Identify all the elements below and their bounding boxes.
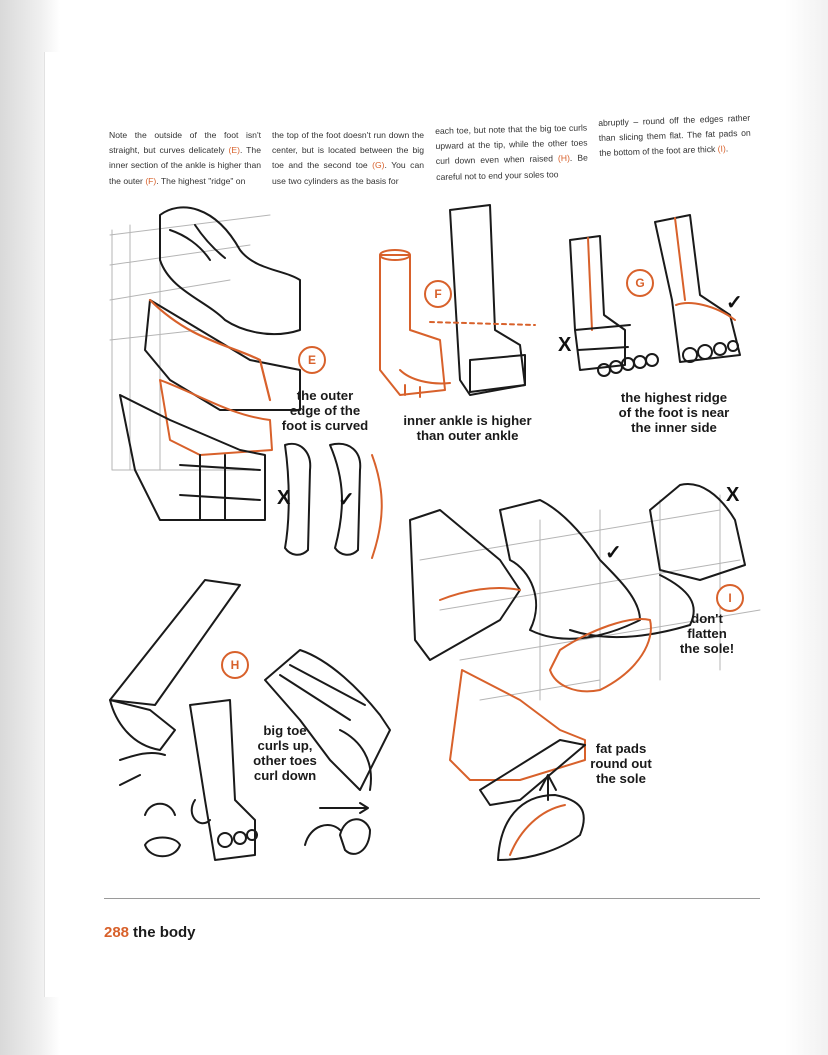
- text-run: . The highest "ridge" on: [156, 175, 246, 186]
- section-name: the body: [133, 924, 196, 941]
- caption-fat-pads: fat pads round out the sole: [590, 741, 652, 786]
- body-text-column-1: Note the outside of the foot isn't strai…: [109, 128, 261, 189]
- text-run: the top of the foot doesn't run down the…: [272, 130, 424, 171]
- text-run: . The inner section of the ankle is high…: [109, 145, 261, 186]
- right-mark-e: ✓: [338, 489, 355, 511]
- caption-ankle: inner ankle is higher than outer ankle: [403, 413, 532, 443]
- figure-letter-i: I: [716, 584, 744, 612]
- body-text-column-2: the top of the foot doesn't run down the…: [272, 128, 424, 189]
- text-run: Note the outside of the foot isn't strai…: [109, 130, 261, 156]
- figure-letter-e: E: [298, 346, 326, 374]
- figure-ref-f: (F): [145, 175, 157, 186]
- sketch-e-perspective-feet: [109, 206, 301, 521]
- right-mark-i: ✓: [605, 542, 622, 564]
- caption-outer-edge: the outer edge of the foot is curved: [281, 388, 369, 433]
- sketch-e-outline-comparison: [284, 442, 383, 559]
- caption-highest-ridge: the highest ridge of the foot is near th…: [618, 390, 730, 435]
- sketch-h-toes: [109, 579, 391, 861]
- right-mark-g: ✓: [726, 292, 743, 314]
- footer-rule: [104, 898, 760, 899]
- wrong-mark-g: X: [558, 334, 572, 356]
- figure-ref-e: (E): [228, 145, 240, 156]
- page-number: 288: [104, 924, 130, 941]
- caption-dont-flatten: don't flatten the sole!: [679, 611, 735, 656]
- sketch-f-ankle-feet: [379, 204, 536, 398]
- caption-big-toe: big toe curls up, other toes curl down: [253, 723, 317, 783]
- figure-letter-g: G: [626, 269, 654, 297]
- figure-letter-h: H: [221, 651, 249, 679]
- sketch-g-highest-ridge: [569, 214, 741, 377]
- text-run: . You can use two cylinders as the basis…: [272, 160, 425, 186]
- wrong-mark-i: X: [726, 484, 740, 506]
- figure-ref-g: (G): [372, 160, 385, 171]
- figure-letter-f: F: [424, 280, 452, 308]
- sketch-i-sole-perspective: [409, 483, 761, 861]
- wrong-mark-e: X: [277, 487, 291, 509]
